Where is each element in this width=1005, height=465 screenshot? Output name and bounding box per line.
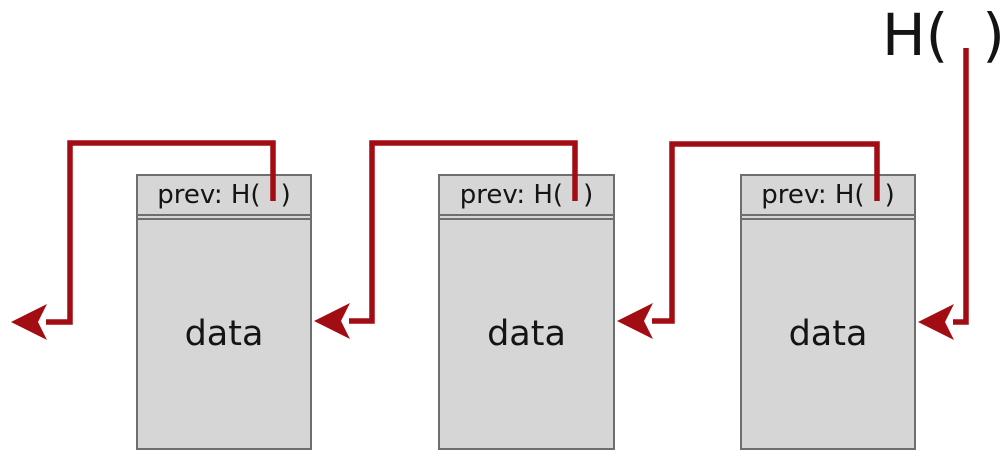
block-2-header-close: ): [583, 180, 594, 210]
block-2-paren-gap: [563, 195, 583, 196]
block-1-header-text: prev: H(: [157, 180, 261, 210]
block-3-prev-hash-field: prev: H( ): [742, 176, 914, 216]
block-2-data-label: data: [487, 314, 566, 354]
hash-label-close: ): [982, 1, 1005, 69]
block-1-paren-gap: [261, 195, 281, 196]
block-3-header-close: ): [884, 180, 895, 210]
block-3-data-label: data: [788, 314, 868, 354]
block-1-data-label: data: [184, 314, 264, 354]
block-3-paren-gap: [865, 195, 885, 196]
block-3-data-field: data: [742, 220, 914, 448]
block-3: prev: H( ) data: [740, 174, 916, 450]
block-3-header-text: prev: H(: [761, 180, 865, 210]
hash-label-open: H(: [882, 1, 949, 69]
block-2: prev: H( ) data: [438, 174, 615, 450]
hash-pointer-arrow-head-of-chain: [918, 48, 969, 340]
hash-function-label: H( ): [882, 2, 1005, 69]
block-1: prev: H( ) data: [136, 174, 312, 450]
block-1-prev-hash-field: prev: H( ): [138, 176, 310, 216]
block-1-data-field: data: [138, 220, 310, 448]
block-1-header-close: ): [280, 180, 291, 210]
block-2-header-text: prev: H(: [459, 180, 564, 210]
hash-label-gap: [948, 2, 982, 3]
block-2-prev-hash-field: prev: H( ): [440, 176, 613, 216]
block-2-data-field: data: [440, 220, 613, 448]
